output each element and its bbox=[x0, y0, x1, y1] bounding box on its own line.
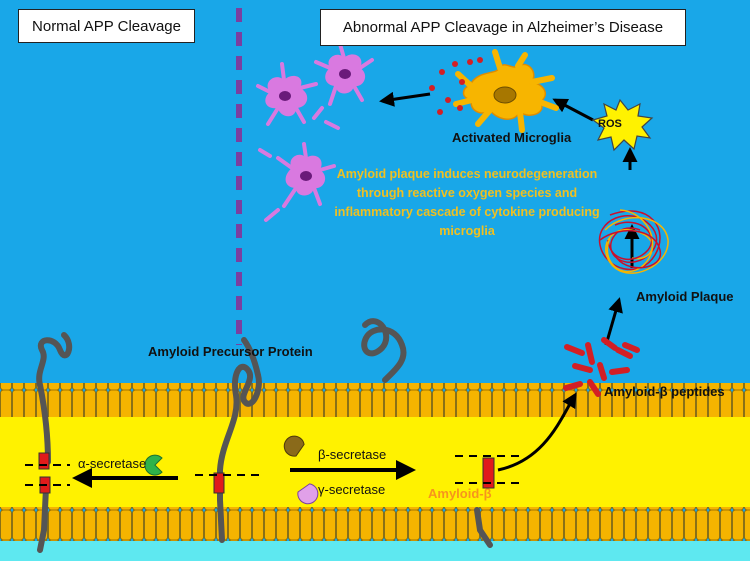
ros-to-microglia-arrow bbox=[552, 98, 594, 122]
ros-label: ROS bbox=[598, 118, 622, 130]
peptides-to-plaque-arrow bbox=[604, 297, 623, 346]
amyloid-beta-peptides-label: Amyloid-β peptides bbox=[604, 384, 725, 399]
amyloid-beta-fragment-label: Amyloid-β bbox=[428, 486, 492, 501]
gamma-secretase-label: γ-secretase bbox=[318, 482, 386, 497]
activated-microglia-label: Activated Microglia bbox=[452, 130, 572, 145]
upper-lipid-layer bbox=[0, 383, 750, 417]
lower-lipid-layer bbox=[0, 507, 750, 541]
alpha-secretase-pacman-icon bbox=[144, 454, 163, 476]
amyloid-beta-peptides-cluster bbox=[563, 337, 640, 397]
app-free-fragment bbox=[361, 318, 407, 383]
amyloid-plaque-label: Amyloid Plaque bbox=[636, 289, 734, 304]
normal-cleavage-title: Normal APP Cleavage bbox=[18, 9, 195, 43]
microglia-to-neurons-arrow bbox=[379, 91, 431, 107]
alpha-secretase-label: α-secretase bbox=[78, 456, 147, 471]
activated-microglia-cell bbox=[453, 49, 559, 133]
bottom-band bbox=[0, 541, 750, 561]
abnormal-cleavage-title: Abnormal APP Cleavage in Alzheimer’s Dis… bbox=[320, 9, 686, 46]
ros-starburst-icon bbox=[591, 98, 654, 152]
app-label: Amyloid Precursor Protein bbox=[148, 344, 313, 359]
plaque-effect-note: Amyloid plaque induces neurodegeneration… bbox=[334, 167, 600, 238]
membrane-core bbox=[0, 417, 750, 507]
beta-secretase-pacman-icon bbox=[283, 435, 305, 457]
app-beta-gamma-cleaved bbox=[455, 455, 520, 548]
app-alpha-cleaved bbox=[25, 332, 73, 553]
cytokine-dots bbox=[429, 57, 483, 115]
beta-secretase-label: β-secretase bbox=[318, 447, 387, 462]
app-intact bbox=[195, 337, 262, 543]
gamma-secretase-pacman-icon bbox=[297, 483, 319, 505]
neuron-cell-2 bbox=[312, 42, 374, 130]
amyloid-plaque-tangle bbox=[598, 209, 669, 274]
neuron-cell-1 bbox=[256, 62, 318, 126]
neuron-cell-3 bbox=[258, 142, 336, 222]
peptide-release-arrow bbox=[497, 392, 577, 472]
